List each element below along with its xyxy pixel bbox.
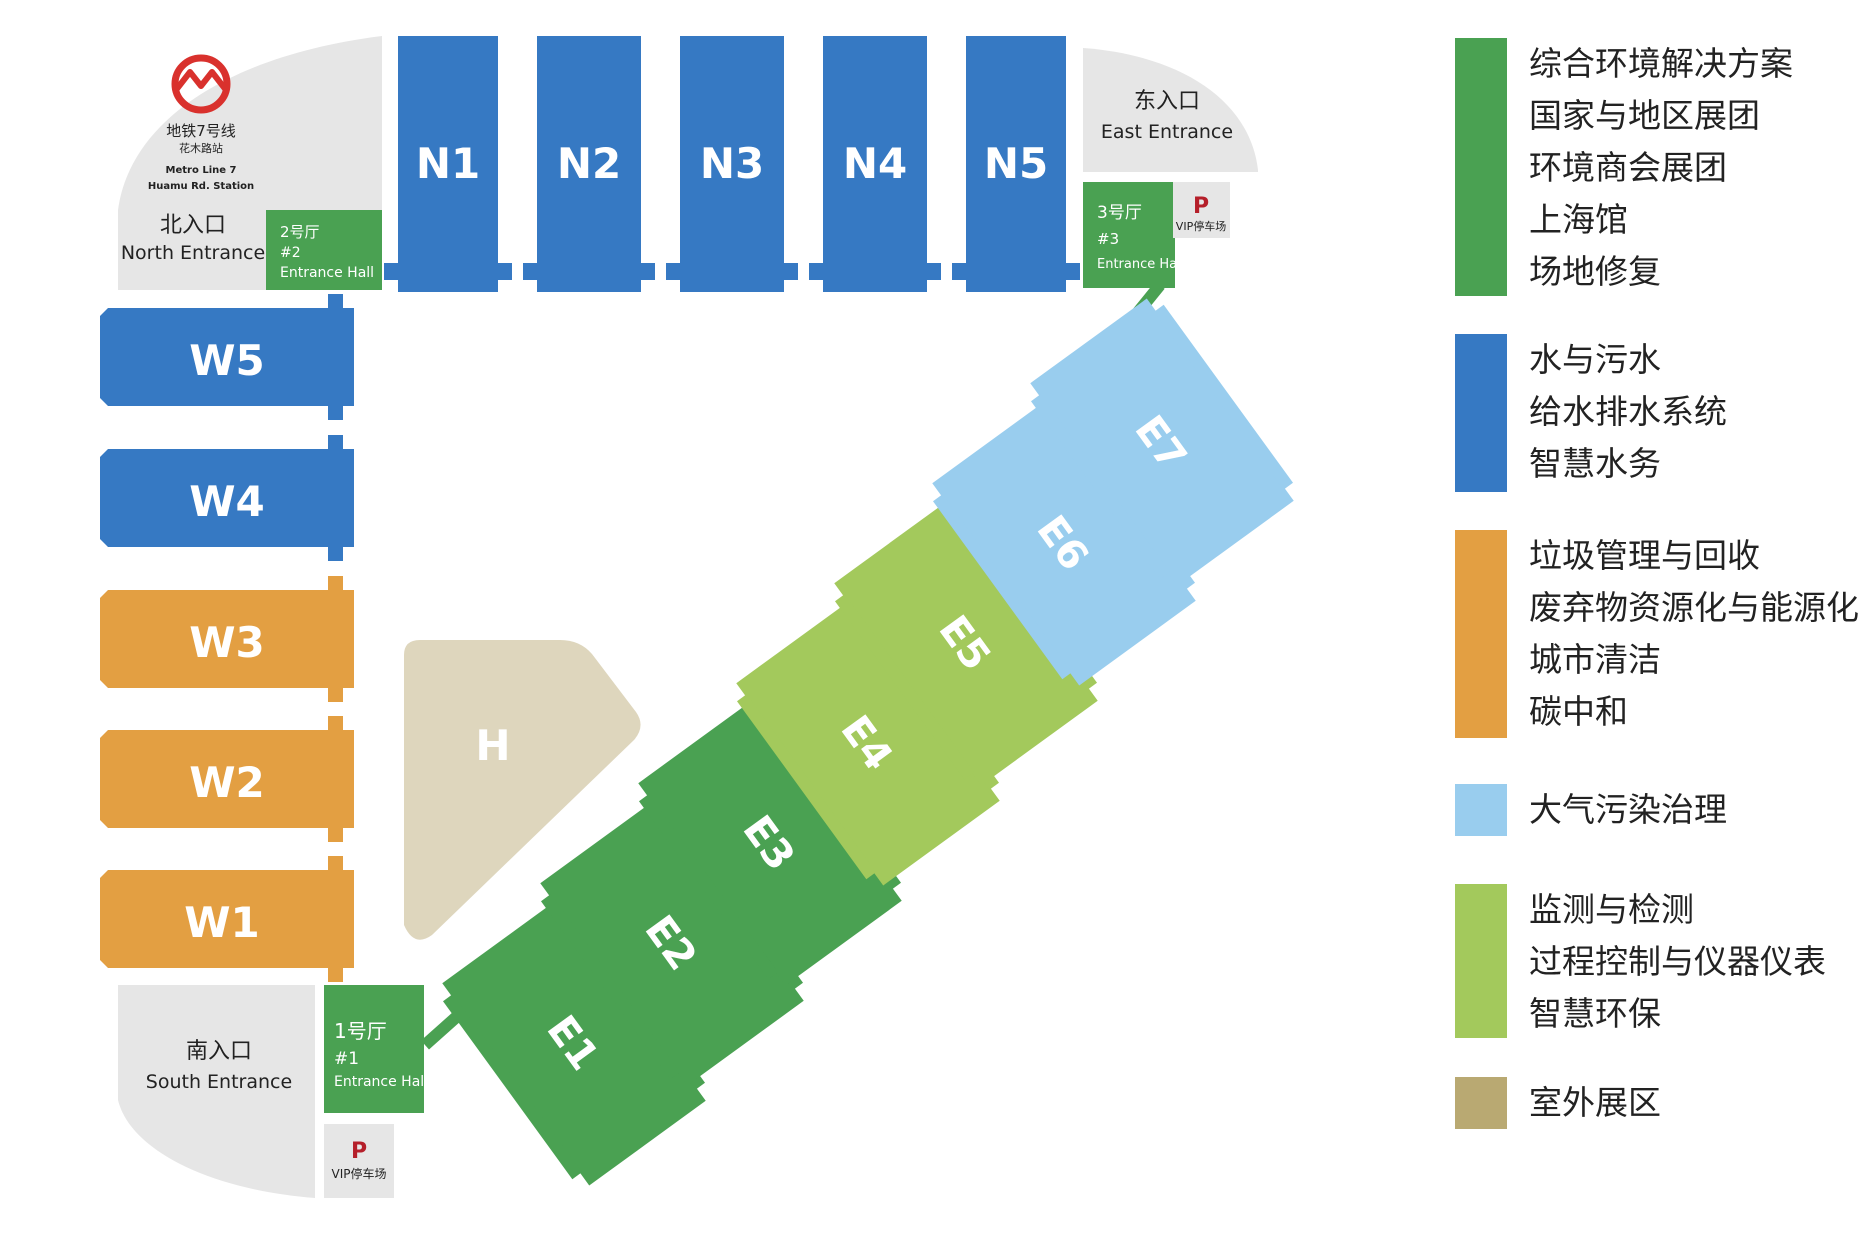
- legend-item: 监测与检测: [1529, 890, 1694, 929]
- vip-parking-east[interactable]: P VIP停车场: [1173, 182, 1230, 238]
- legend-swatch-lightgreen: [1455, 884, 1507, 1038]
- legend-swatch-lightblue: [1455, 784, 1507, 836]
- metro-line-cn: 地铁7号线: [166, 122, 236, 140]
- hall-n2-label: N2: [557, 139, 621, 188]
- legend-item: 大气污染治理: [1529, 790, 1727, 829]
- legend-item: 室外展区: [1529, 1083, 1661, 1122]
- hall-w2[interactable]: W2: [100, 716, 354, 842]
- hall-w4-label: W4: [189, 477, 265, 526]
- hall1-en: Entrance Hall: [334, 1074, 428, 1090]
- east-entrance-area[interactable]: [1083, 48, 1258, 172]
- metro-station-cn: 花木路站: [179, 141, 223, 155]
- legend-swatch-blue: [1455, 334, 1507, 492]
- hall1-cn: 1号厅: [334, 1019, 387, 1043]
- vip-parking-south[interactable]: P VIP停车场: [324, 1124, 394, 1198]
- hall3-cn: 3号厅: [1097, 203, 1142, 223]
- hall-n1-label: N1: [416, 139, 480, 188]
- south-entrance-cn: 南入口: [186, 1039, 252, 1064]
- parking-east-label: VIP停车场: [1176, 219, 1226, 233]
- hall-w5-label: W5: [189, 336, 265, 385]
- hall-n2[interactable]: N2: [523, 36, 655, 292]
- legend-item: 碳中和: [1529, 692, 1628, 731]
- hall-w2-label: W2: [189, 758, 265, 807]
- hall3-num: #3: [1097, 230, 1119, 248]
- legend-items: 室外展区: [1529, 1077, 1661, 1129]
- legend-item: 废弃物资源化与能源化: [1529, 588, 1859, 627]
- east-entrance-en: East Entrance: [1101, 121, 1233, 143]
- hall1-num: #1: [334, 1049, 359, 1069]
- hall-e7[interactable]: E7: [1022, 293, 1302, 592]
- legend-swatch-orange: [1455, 530, 1507, 738]
- hall-n4[interactable]: N4: [809, 36, 941, 292]
- hall-n5[interactable]: N5: [952, 36, 1080, 292]
- hall2-cn: 2号厅: [280, 223, 320, 241]
- legend-item: 场地修复: [1529, 252, 1661, 291]
- legend-item: 城市清洁: [1529, 640, 1661, 679]
- legend-item: 垃圾管理与回收: [1529, 536, 1760, 575]
- south-entrance-area[interactable]: [118, 985, 315, 1198]
- legend: 综合环境解决方案 国家与地区展团 环境商会展团 上海馆 场地修复 水与污水 给水…: [1455, 0, 1870, 1240]
- legend-swatch-outdoor: [1455, 1077, 1507, 1129]
- legend-items: 垃圾管理与回收 废弃物资源化与能源化 城市清洁 碳中和: [1529, 530, 1859, 738]
- legend-item: 综合环境解决方案: [1529, 44, 1793, 83]
- east-entrance-cn: 东入口: [1134, 89, 1200, 114]
- legend-item: 智慧水务: [1529, 444, 1661, 483]
- hall-w5[interactable]: W5: [100, 294, 354, 420]
- hall-n3[interactable]: N3: [666, 36, 798, 292]
- legend-item: 环境商会展团: [1529, 148, 1727, 187]
- metro-line-en: Metro Line 7: [166, 165, 237, 176]
- hall2-num: #2: [280, 245, 301, 261]
- entrance-hall-2[interactable]: 2号厅 #2 Entrance Hall: [266, 210, 382, 290]
- parking-south-label: VIP停车场: [332, 1166, 387, 1181]
- south-entrance-en: South Entrance: [146, 1071, 292, 1093]
- hall-w1[interactable]: W1: [100, 856, 354, 982]
- hall-h-label: H: [475, 721, 510, 770]
- legend-items: 监测与检测 过程控制与仪器仪表 智慧环保: [1529, 884, 1826, 1040]
- legend-item: 过程控制与仪器仪表: [1529, 942, 1826, 981]
- north-entrance-cn: 北入口: [160, 213, 226, 238]
- hall-n4-label: N4: [843, 139, 907, 188]
- legend-item: 水与污水: [1529, 340, 1661, 379]
- metro-station-en: Huamu Rd. Station: [148, 181, 254, 192]
- parking-south-symbol: P: [351, 1139, 367, 1164]
- hall2-en: Entrance Hall: [280, 265, 374, 281]
- legend-items: 综合环境解决方案 国家与地区展团 环境商会展团 上海馆 场地修复: [1529, 38, 1793, 298]
- north-entrance-en: North Entrance: [121, 242, 265, 264]
- hall-n5-label: N5: [984, 139, 1048, 188]
- entrance-hall-1[interactable]: 1号厅 #1 Entrance Hall: [324, 985, 428, 1113]
- hall-n1[interactable]: N1: [384, 36, 512, 292]
- hall-w3-label: W3: [189, 618, 265, 667]
- legend-item: 智慧环保: [1529, 994, 1661, 1033]
- hall-h-outdoor[interactable]: H: [404, 640, 641, 940]
- parking-east-symbol: P: [1193, 194, 1209, 219]
- entrance-hall-3[interactable]: 3号厅 #3 Entrance Hall: [1083, 182, 1184, 288]
- legend-item: 给水排水系统: [1529, 392, 1727, 431]
- metro-logo-icon: [171, 54, 231, 114]
- legend-items: 水与污水 给水排水系统 智慧水务: [1529, 334, 1727, 490]
- legend-swatch-green: [1455, 38, 1507, 296]
- legend-item: 上海馆: [1529, 200, 1628, 239]
- legend-item: 国家与地区展团: [1529, 96, 1760, 135]
- hall-w4[interactable]: W4: [100, 435, 354, 561]
- hall-n3-label: N3: [700, 139, 764, 188]
- hall-w1-label: W1: [184, 898, 260, 947]
- hall-w3[interactable]: W3: [100, 576, 354, 702]
- hall3-en: Entrance Hall: [1097, 257, 1184, 272]
- legend-items: 大气污染治理: [1529, 784, 1727, 836]
